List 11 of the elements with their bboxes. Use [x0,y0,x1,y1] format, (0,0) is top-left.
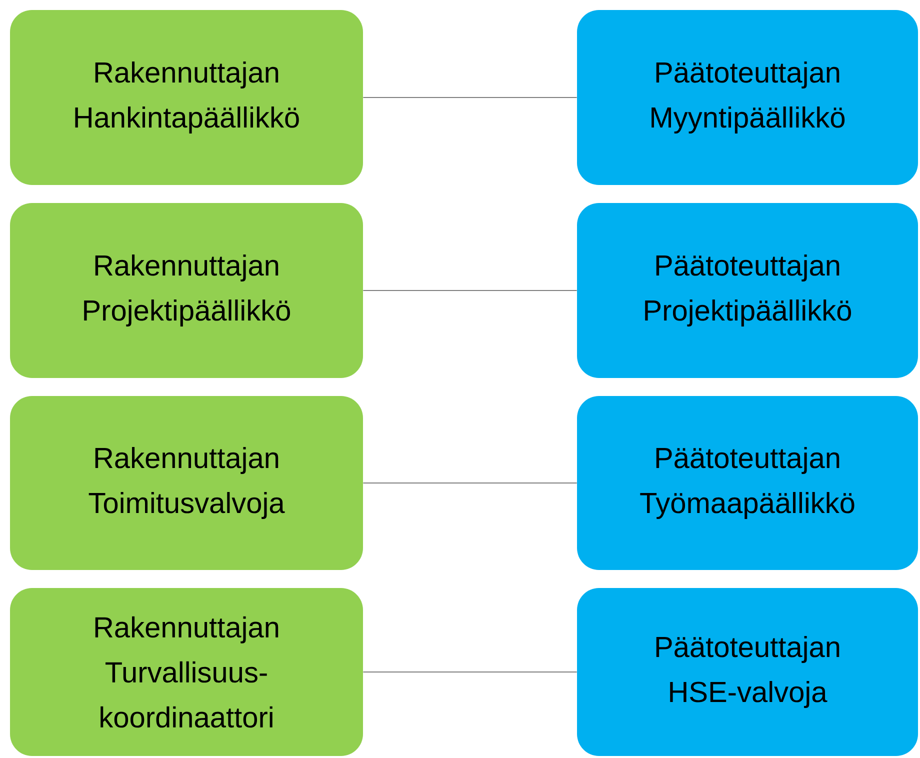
role-box: Päätoteuttajan Myyntipäällikkö [577,10,918,185]
role-box: Päätoteuttajan HSE-valvoja [577,588,918,756]
role-box: Rakennuttajan Hankintapäällikkö [10,10,363,185]
role-box: Rakennuttajan Projektipäällikkö [10,203,363,378]
role-box: Päätoteuttajan Projektipäällikkö [577,203,918,378]
connector-line [362,482,578,484]
role-box: Rakennuttajan Turvallisuus- koordinaattori [10,588,363,756]
role-box: Rakennuttajan Toimitusvalvoja [10,396,363,570]
role-box: Päätoteuttajan Työmaapäällikkö [577,396,918,570]
connector-line [362,290,578,291]
connector-line [362,97,578,98]
